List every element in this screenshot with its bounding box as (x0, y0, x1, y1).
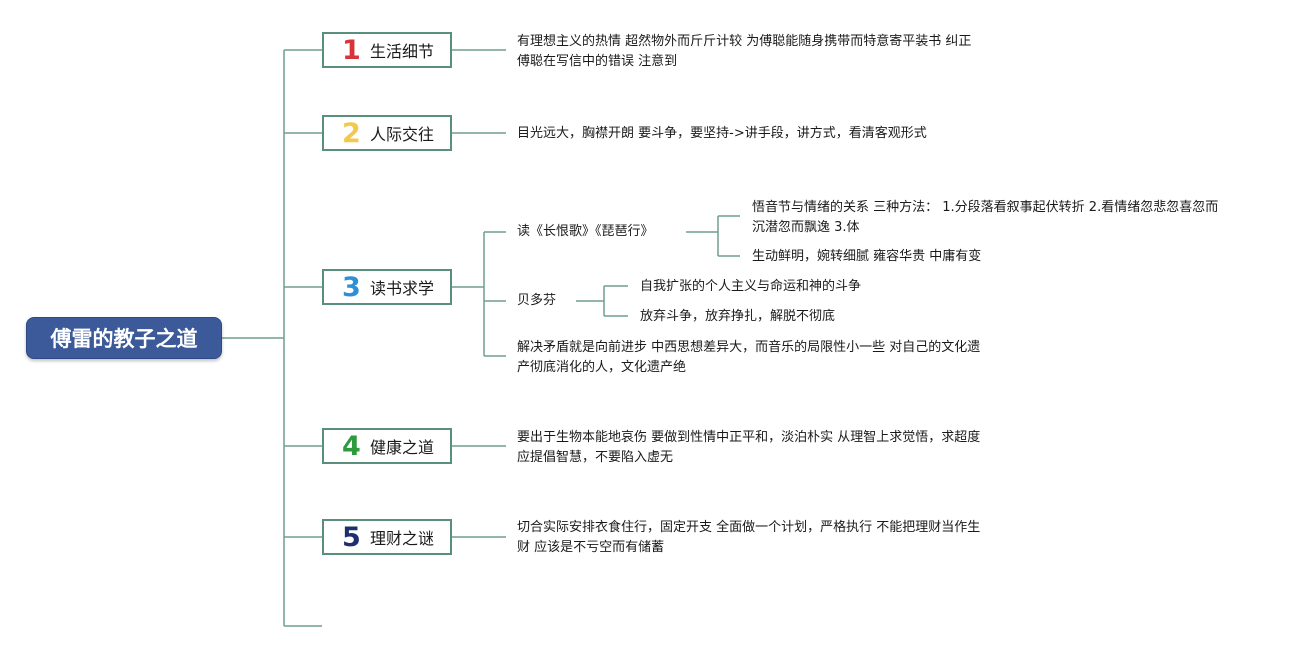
branch-5-note[interactable]: 切合实际安排衣食住行，固定开支 全面做一个计划，严格执行 不能把理财当作生 财 … (517, 518, 980, 558)
branch-4-note[interactable]: 要出于生物本能地哀伤 要做到性情中正平和，淡泊朴实 从理智上求觉悟，求超度 应提… (517, 428, 980, 468)
branch-social[interactable]: 2 人际交往 (322, 115, 452, 151)
branch-study[interactable]: 3 读书求学 (322, 269, 452, 305)
branch-life-details[interactable]: 1 生活细节 (322, 32, 452, 68)
note-line: 傅聪在写信中的错误 注意到 (517, 54, 678, 69)
sub-topic-label: 贝多芬 (517, 293, 557, 308)
number-2-icon: 2 (342, 117, 361, 149)
branch-label: 生活细节 (370, 42, 435, 61)
number-3-icon: 3 (342, 271, 361, 303)
note-line: 沉潜忽而飘逸 3.体 (752, 220, 860, 235)
poems-note-2[interactable]: 生动鲜明，婉转细腻 雍容华贵 中庸有变 (752, 247, 981, 267)
note-line: 目光远大，胸襟开朗 要斗争，要坚持->讲手段，讲方式，看清客观形式 (517, 126, 927, 141)
number-4-icon: 4 (342, 430, 361, 462)
note-line: 放弃斗争，放弃挣扎，解脱不彻底 (640, 309, 836, 324)
root-topic-label: 傅雷的教子之道 (50, 327, 198, 351)
branch-health[interactable]: 4 健康之道 (322, 428, 452, 464)
branch-label: 理财之谜 (370, 529, 435, 548)
beethoven-note-2[interactable]: 放弃斗争，放弃挣扎，解脱不彻底 (640, 307, 835, 327)
note-line: 财 应该是不亏空而有储蓄 (517, 540, 665, 555)
branch-label: 读书求学 (370, 279, 435, 298)
note-line: 悟音节与情绪的关系 三种方法： 1.分段落看叙事起伏转折 2.看情绪忽悲忽喜忽而 (752, 200, 1219, 215)
branch-2-note[interactable]: 目光远大，胸襟开朗 要斗争，要坚持->讲手段，讲方式，看清客观形式 (517, 124, 927, 144)
note-line: 有理想主义的热情 超然物外而斤斤计较 为傅聪能随身携带而特意寄平装书 纠正 (517, 34, 972, 49)
branch-finance[interactable]: 5 理财之谜 (322, 519, 452, 555)
sub-topic-label: 读《长恨歌》《琵琶行》 (517, 224, 654, 239)
sub-topic-resolve[interactable]: 解决矛盾就是向前进步 中西思想差异大，而音乐的局限性小一些 对自己的文化遗 产彻… (517, 338, 980, 378)
branch-label: 人际交往 (370, 125, 435, 144)
note-line: 解决矛盾就是向前进步 中西思想差异大，而音乐的局限性小一些 对自己的文化遗 (517, 340, 981, 355)
poems-note-1[interactable]: 悟音节与情绪的关系 三种方法： 1.分段落看叙事起伏转折 2.看情绪忽悲忽喜忽而… (752, 198, 1218, 238)
number-5-icon: 5 (342, 521, 361, 553)
beethoven-note-1[interactable]: 自我扩张的个人主义与命运和神的斗争 (640, 277, 861, 297)
note-line: 切合实际安排衣食住行，固定开支 全面做一个计划，严格执行 不能把理财当作生 (517, 520, 981, 535)
note-line: 应提倡智慧，不要陷入虚无 (517, 450, 674, 465)
note-line: 生动鲜明，婉转细腻 雍容华贵 中庸有变 (752, 249, 982, 264)
note-line: 产彻底消化的人，文化遗产绝 (517, 360, 687, 375)
branch-label: 健康之道 (370, 438, 435, 457)
sub-topic-poems[interactable]: 读《长恨歌》《琵琶行》 (517, 222, 654, 242)
root-topic[interactable]: 傅雷的教子之道 (26, 317, 222, 359)
number-1-icon: 1 (342, 34, 361, 66)
note-line: 要出于生物本能地哀伤 要做到性情中正平和，淡泊朴实 从理智上求觉悟，求超度 (517, 430, 981, 445)
branch-1-note[interactable]: 有理想主义的热情 超然物外而斤斤计较 为傅聪能随身携带而特意寄平装书 纠正 傅聪… (517, 32, 971, 72)
sub-topic-beethoven[interactable]: 贝多芬 (517, 291, 556, 311)
note-line: 自我扩张的个人主义与命运和神的斗争 (640, 279, 862, 294)
